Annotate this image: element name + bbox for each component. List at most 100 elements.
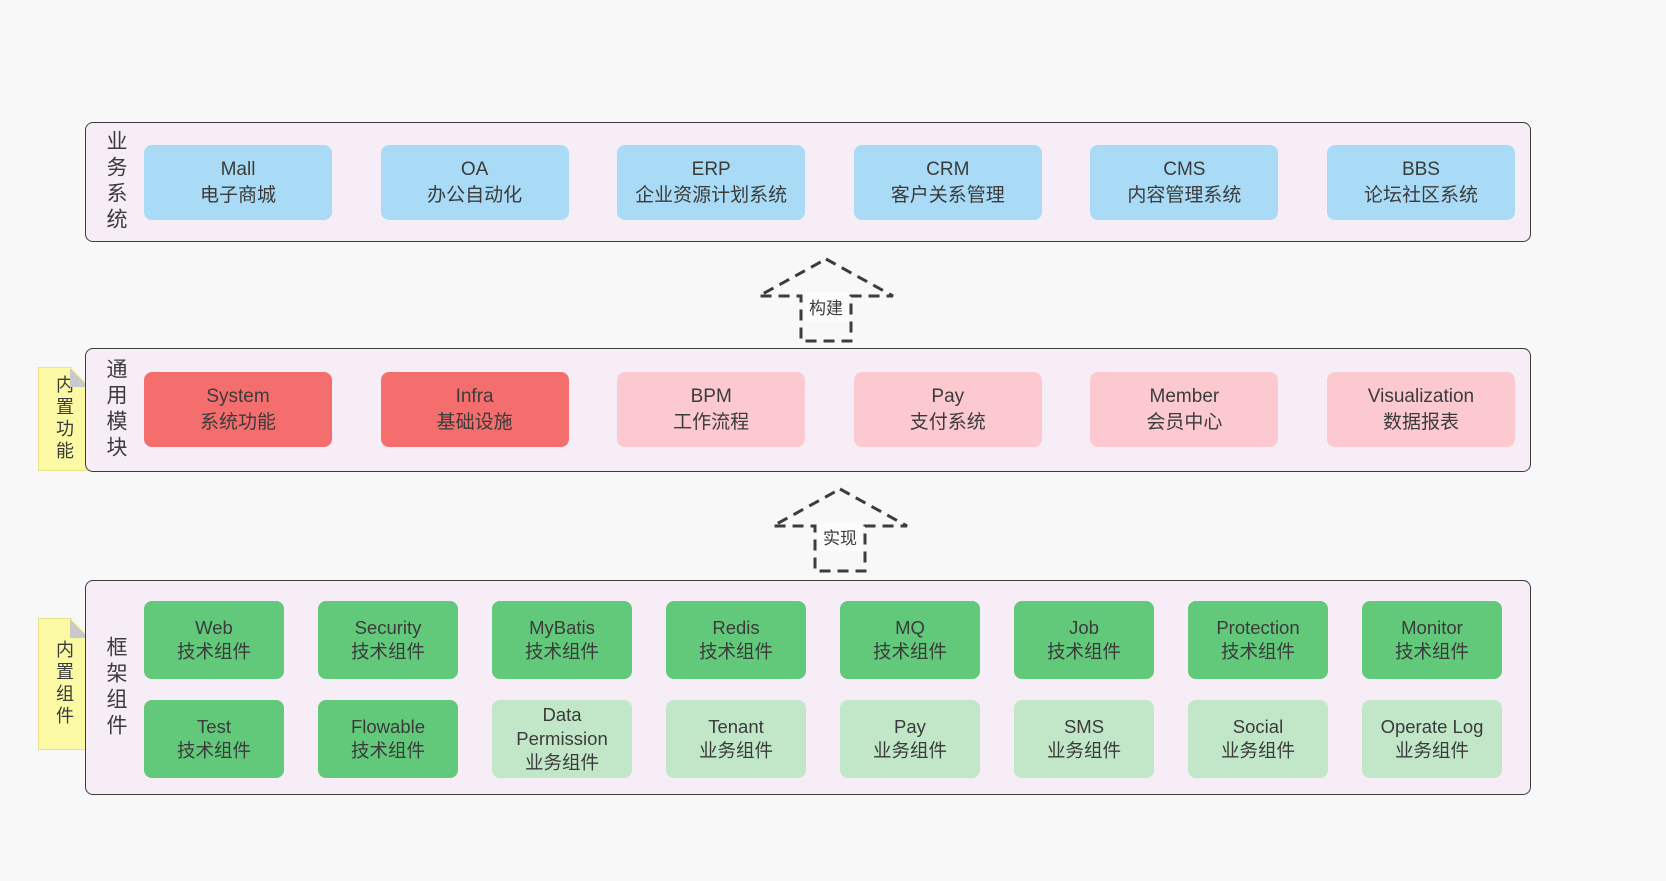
box-subtitle: 企业资源计划系统	[635, 184, 788, 206]
box-title: ERP	[691, 159, 731, 181]
box-title: Web	[195, 617, 233, 639]
box-title: MyBatis	[529, 617, 595, 639]
box-title: MQ	[895, 617, 925, 639]
sticky-note-text: 内置功能	[54, 375, 74, 463]
mall-box: Mall 电子商城	[144, 145, 332, 220]
cms-box: CMS 内容管理系统	[1090, 145, 1279, 220]
business-boxes-row: Mall 电子商城 OA 办公自动化 ERP 企业资源计划系统 CRM 客户关系管理 CMS 内容…	[144, 145, 1515, 220]
box-subtitle: 业务组件	[872, 740, 947, 761]
box-subtitle: 电子商城	[199, 184, 276, 206]
box-title: Pay	[894, 716, 926, 738]
implement-arrow: 实现	[770, 486, 910, 574]
box-subtitle: 工作流程	[673, 411, 750, 433]
box-subtitle: 系统功能	[199, 411, 276, 433]
box-subtitle: 业务组件	[1394, 740, 1469, 761]
box-subtitle: 基础设施	[436, 411, 513, 433]
box-title: BBS	[1401, 159, 1440, 181]
box-title: SMS	[1063, 716, 1105, 738]
crm-box: CRM 客户关系管理	[853, 145, 1042, 220]
build-arrow: 构建	[756, 256, 896, 344]
pay-box: Pay 支付系统	[853, 372, 1042, 447]
box-subtitle: 技术组件	[872, 641, 947, 662]
box-title: Social	[1232, 716, 1284, 738]
box-title: CRM	[926, 159, 970, 181]
infra-box: Infra 基础设施	[380, 372, 569, 447]
box-subtitle: 业务组件	[1046, 740, 1121, 761]
box-subtitle: 客户关系管理	[890, 184, 1005, 206]
layer-label-framework: 框架组件	[104, 635, 127, 740]
box-title: Infra	[455, 386, 494, 408]
box-subtitle: 论坛社区系统	[1363, 184, 1478, 206]
box-title: Pay	[931, 386, 965, 408]
box-subtitle: 技术组件	[176, 641, 251, 662]
box-title: Operate Log	[1380, 716, 1484, 738]
box-subtitle: 技术组件	[176, 740, 251, 761]
box-title: Visualization	[1367, 386, 1475, 408]
box-subtitle: 技术组件	[1046, 641, 1121, 662]
box-subtitle: 业务组件	[524, 751, 599, 773]
box-title: Monitor	[1401, 617, 1463, 639]
bbs-box: BBS 论坛社区系统	[1326, 145, 1515, 220]
box-title: OA	[460, 159, 489, 181]
layer-label-business: 业务系统	[104, 130, 127, 234]
box-title: System	[206, 386, 270, 408]
oa-box: OA 办公自动化	[380, 145, 569, 220]
dashed-up-arrow-icon	[758, 257, 894, 343]
box-subtitle: 业务组件	[698, 740, 773, 761]
box-subtitle: 技术组件	[1394, 641, 1469, 662]
build-arrow-label: 构建	[804, 292, 848, 321]
sticky-note-builtin-components: 内置组件	[38, 618, 90, 750]
sticky-note-builtin-features: 内置功能	[38, 367, 90, 471]
box-subtitle: 技术组件	[1220, 641, 1295, 662]
box-subtitle: 业务组件	[1220, 740, 1295, 761]
erp-box: ERP 企业资源计划系统	[617, 145, 806, 220]
box-title: BPM	[690, 386, 732, 408]
box-subtitle: 支付系统	[909, 411, 986, 433]
box-title: Redis	[712, 617, 760, 639]
system-box: System 系统功能	[144, 372, 332, 447]
visualization-box: Visualization 数据报表	[1326, 372, 1515, 447]
box-title: CMS	[1163, 159, 1206, 181]
box-title: Protection	[1216, 617, 1300, 639]
box-subtitle: 办公自动化	[427, 184, 523, 206]
box-title: Test	[197, 716, 231, 738]
dashed-up-arrow-icon	[772, 487, 908, 573]
box-subtitle: 数据报表	[1382, 411, 1459, 433]
box-subtitle: 技术组件	[350, 641, 425, 662]
box-title: Member	[1149, 386, 1220, 408]
box-subtitle: 技术组件	[524, 641, 599, 662]
implement-arrow-label: 实现	[818, 522, 862, 551]
box-title: Tenant	[708, 716, 764, 738]
box-title: Flowable	[350, 716, 426, 738]
box-title: Mall	[220, 159, 256, 181]
bpm-box: BPM 工作流程	[617, 372, 806, 447]
business-systems-layer: 业务系统 Mall 电子商城 OA 办公自动化 ERP 企业资源计划系统 CRM 客户关系管理…	[85, 122, 1531, 242]
box-title: Data Permission	[516, 704, 608, 750]
box-subtitle: 技术组件	[350, 740, 425, 761]
box-subtitle: 内容管理系统	[1127, 184, 1242, 206]
box-title: Security	[354, 617, 422, 639]
box-title: Job	[1069, 617, 1099, 639]
